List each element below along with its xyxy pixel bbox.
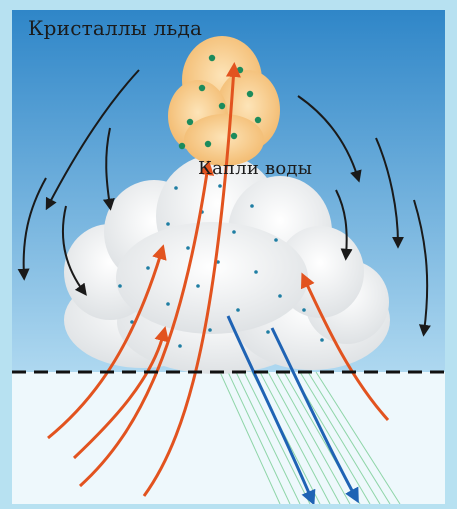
- ice-crystal-dot: [187, 119, 193, 125]
- water-drop-dot: [166, 302, 170, 306]
- ice-crystal-dot: [219, 103, 225, 109]
- water-drop-dot: [302, 308, 306, 312]
- water-drop-dot: [174, 186, 178, 190]
- ice-crystal-dot: [255, 117, 261, 123]
- ice-crystals-label: Кристаллы льда: [28, 16, 202, 40]
- ice-crystal-dot: [231, 133, 237, 139]
- ice-crystal-dot: [209, 55, 215, 61]
- water-drop-dot: [278, 294, 282, 298]
- cloud-scene: [12, 10, 445, 504]
- water-drop-dot: [266, 330, 270, 334]
- water-drop-dot: [146, 266, 150, 270]
- water-drop-dot: [118, 284, 122, 288]
- ice-crystal-dot: [237, 67, 243, 73]
- ice-crystal-dot: [199, 85, 205, 91]
- water-drop-dot: [208, 328, 212, 332]
- cumulonimbus-diagram: Кристаллы льда Капли воды: [12, 10, 445, 504]
- water-drop-dot: [320, 338, 324, 342]
- ice-crystal-dot: [205, 141, 211, 147]
- water-drops-label: Капли воды: [198, 158, 312, 179]
- water-drop-dot: [254, 270, 258, 274]
- ice-crystal-dot: [247, 91, 253, 97]
- water-drop-dot: [196, 284, 200, 288]
- water-drop-dot: [218, 184, 222, 188]
- water-drop-dot: [178, 344, 182, 348]
- ice-crystal-dot: [179, 143, 185, 149]
- water-drop-dot: [236, 308, 240, 312]
- water-drop-dot: [274, 238, 278, 242]
- water-drop-dot: [166, 222, 170, 226]
- water-drop-dot: [250, 204, 254, 208]
- water-drop-dot: [186, 246, 190, 250]
- water-drop-dot: [232, 230, 236, 234]
